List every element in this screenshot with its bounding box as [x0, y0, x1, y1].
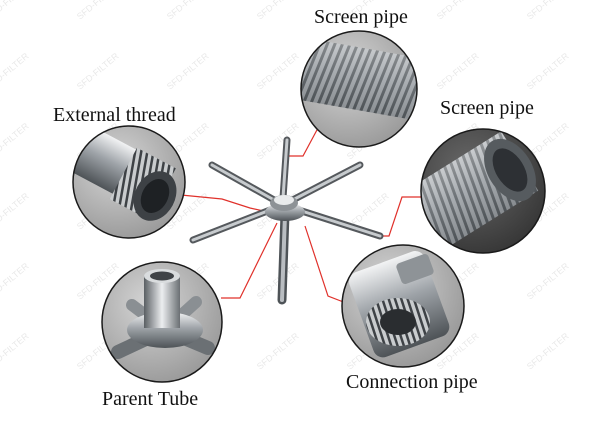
leader-line-screen-top	[288, 127, 319, 157]
watermark-text: SFD-FILTER	[0, 121, 31, 162]
watermark-text: SFD-FILTER	[255, 121, 301, 162]
hub-lateral-assembly	[189, 136, 384, 305]
leader-line-external-thread	[180, 194, 269, 213]
watermark-text: SFD-FILTER	[255, 51, 301, 92]
watermark-text: SFD-FILTER	[0, 331, 31, 372]
watermark-text: SFD-FILTER	[0, 0, 31, 22]
watermark-text: SFD-FILTER	[435, 51, 481, 92]
label-screen-pipe-top: Screen pipe	[314, 6, 408, 28]
watermark-text: SFD-FILTER	[525, 51, 571, 92]
label-parent-tube: Parent Tube	[102, 388, 199, 410]
external-thread-photo	[72, 125, 186, 239]
watermark-text: SFD-FILTER	[525, 0, 571, 22]
connection-pipe-photo	[341, 244, 465, 368]
watermark-text: SFD-FILTER	[165, 0, 211, 22]
watermark-text: SFD-FILTER	[255, 331, 301, 372]
screen-pipe-right-photo	[420, 128, 546, 254]
watermark-text: SFD-FILTER	[0, 261, 31, 302]
watermark-text: SFD-FILTER	[75, 0, 121, 22]
watermark-text: SFD-FILTER	[0, 51, 31, 92]
watermark-text: SFD-FILTER	[525, 331, 571, 372]
label-external-thread: External thread	[53, 104, 176, 126]
watermark-text: SFD-FILTER	[525, 261, 571, 302]
label-connection-pipe: Connection pipe	[346, 371, 478, 393]
screen-pipe-top-photo	[300, 30, 418, 148]
watermark-text: SFD-FILTER	[255, 0, 301, 22]
parent-tube-photo	[101, 261, 223, 383]
leader-line-connection-pipe	[304, 225, 347, 304]
watermark-text: SFD-FILTER	[165, 51, 211, 92]
label-screen-pipe-right: Screen pipe	[440, 97, 534, 119]
watermark-text: SFD-FILTER	[75, 51, 121, 92]
watermark-text: SFD-FILTER	[435, 0, 481, 22]
watermark-text: SFD-FILTER	[0, 191, 31, 232]
leader-line-parent-tube	[221, 222, 278, 299]
